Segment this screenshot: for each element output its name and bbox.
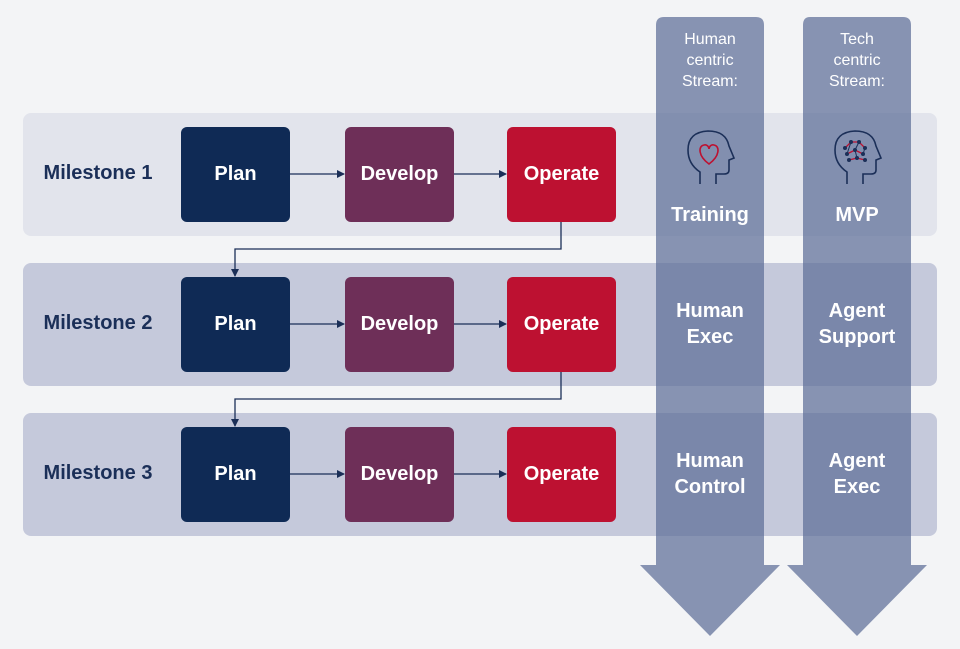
operate-box-2: Operate (507, 277, 616, 372)
human-stream-cell-2: Human Exec (676, 300, 744, 348)
develop-box-1: Develop (345, 127, 454, 222)
tech-stream-arrow (787, 17, 927, 636)
plan-box-2: Plan (181, 277, 290, 372)
tech-stream-cell-2: Agent Support (818, 300, 896, 348)
tech-stream-title: Tech centric Stream: (828, 31, 885, 90)
develop-box-2: Develop (345, 277, 454, 372)
milestone-3-label: Milestone 3 (43, 462, 153, 484)
milestone-2-label: Milestone 2 (43, 312, 153, 334)
milestone-1-label: Milestone 1 (43, 162, 153, 184)
human-stream-title: Human centric Stream: (681, 31, 738, 90)
arrow-operate2-plan3 (231, 372, 562, 427)
tech-stream-cell-3: Agent Exec (828, 450, 886, 498)
plan-box-3: Plan (181, 427, 290, 522)
develop-box-3: Develop (345, 427, 454, 522)
human-stream-arrow (640, 17, 780, 636)
tech-stream-cell-1: MVP (835, 204, 879, 226)
head-heart-icon (656, 128, 764, 186)
operate-box-1: Operate (507, 127, 616, 222)
arrow-operate1-plan2 (231, 222, 562, 277)
plan-box-1: Plan (181, 127, 290, 222)
operate-box-3: Operate (507, 427, 616, 522)
head-circuit-icon (803, 128, 911, 186)
human-stream-cell-3: Human Control (674, 450, 746, 498)
human-stream-cell-1: Training (671, 204, 749, 226)
